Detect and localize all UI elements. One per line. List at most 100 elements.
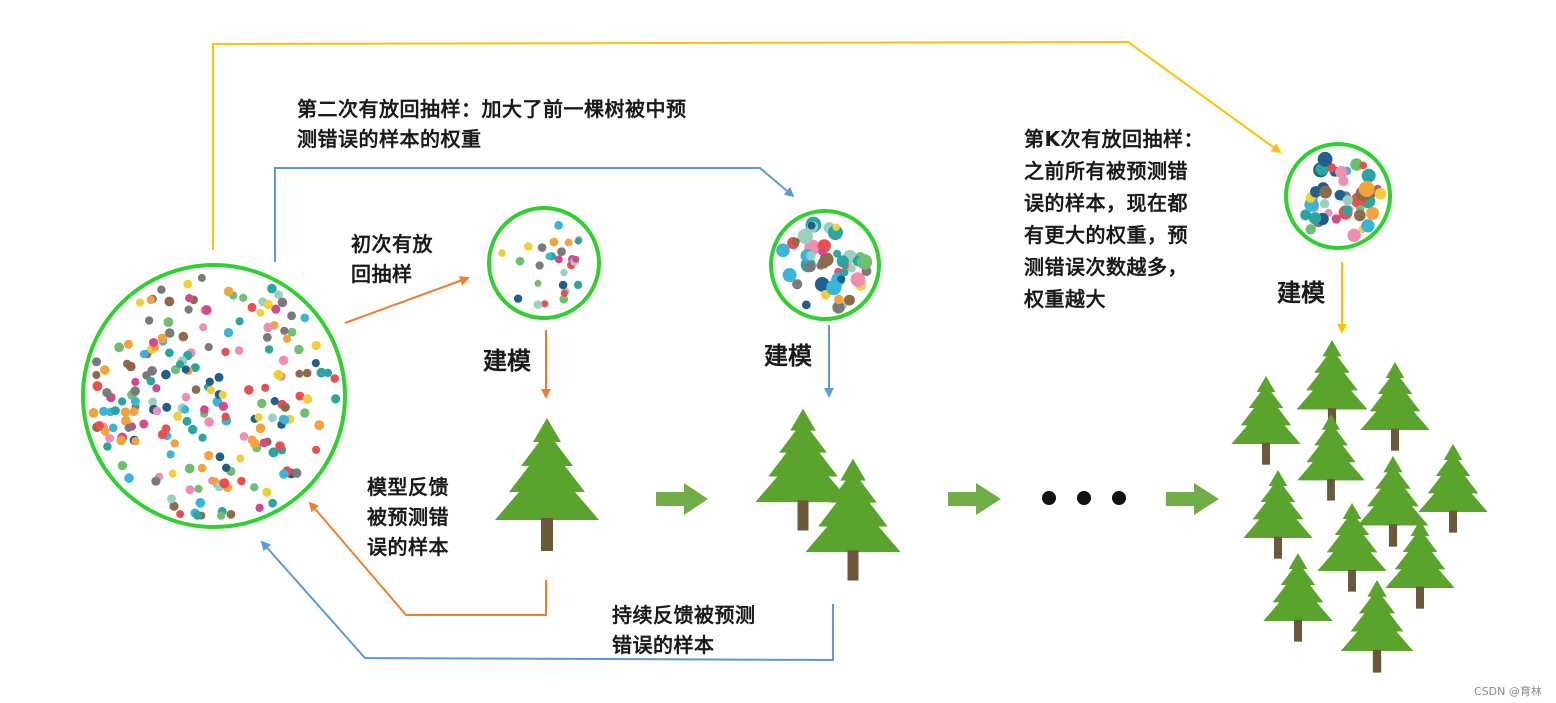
sample-dot — [515, 256, 525, 266]
sample-dot — [131, 377, 140, 387]
sample-dot — [832, 301, 845, 314]
sample-dot — [146, 295, 156, 305]
sample-dot — [99, 406, 109, 416]
sample-dot — [262, 487, 272, 497]
sample-dot — [554, 255, 563, 264]
model-label-k: 建模 — [1277, 279, 1325, 307]
sample-dot — [161, 369, 171, 380]
sample-dot — [280, 402, 290, 412]
tree-pair-icon — [755, 408, 901, 581]
sample-dot — [191, 385, 201, 394]
arrow-to-sample-1 — [344, 276, 470, 324]
sample-dot — [263, 299, 273, 310]
model-label-1: 建模 — [483, 347, 531, 375]
sample-dot — [312, 445, 321, 454]
sample-dot — [194, 484, 203, 493]
sample-dot — [263, 322, 274, 333]
forest-tree-icon — [1243, 470, 1313, 559]
sample-dot — [311, 359, 320, 368]
sample-dot — [792, 279, 803, 290]
sample-dot — [176, 360, 184, 369]
sample-dot — [204, 450, 214, 461]
sample-dot — [181, 392, 191, 402]
sample-dot — [257, 398, 267, 409]
arrow-to-sample-2 — [274, 167, 795, 262]
sample-dot — [247, 302, 257, 312]
sample-dot — [250, 483, 259, 492]
sample-dot — [151, 476, 161, 486]
sample-dot — [120, 407, 131, 417]
forest-tree-icon — [1297, 414, 1365, 501]
sample-dot — [94, 421, 105, 431]
sample-dot — [574, 237, 582, 245]
full-dataset-circle — [81, 263, 347, 529]
sample-dot — [295, 391, 305, 401]
sample-dot — [184, 305, 193, 314]
sample-dot — [291, 468, 302, 478]
sample-dot — [124, 473, 134, 483]
sample-dot — [139, 350, 148, 359]
sample-dot — [185, 294, 194, 303]
sample-dot — [256, 308, 265, 317]
sample-dot — [1350, 158, 1363, 171]
sample-dot — [126, 361, 136, 372]
sample-dot — [282, 334, 292, 343]
sample-dot — [826, 279, 842, 296]
ellipsis-icon — [1042, 491, 1126, 505]
sample-dot — [782, 268, 797, 282]
sample-dot — [114, 342, 124, 353]
sample-dot — [573, 280, 583, 290]
sample-dot — [162, 402, 172, 412]
sample-dot — [847, 264, 856, 273]
sample-dot — [814, 277, 830, 292]
forest-tree-icon — [1340, 580, 1414, 673]
sample-dot — [559, 295, 568, 304]
sample-dot — [195, 497, 206, 508]
sample-dot — [1342, 195, 1353, 206]
sample-dot — [130, 386, 140, 396]
sample-dot — [267, 413, 277, 423]
sample-dot — [131, 437, 140, 446]
sample-dot — [205, 377, 214, 386]
sample-dot — [236, 454, 245, 463]
sample-dot — [294, 344, 304, 355]
sample-2-label: 第二次有放回抽样：加大了前一棵树被中预 测错误的样本的权重 — [297, 97, 687, 151]
sample-dot — [217, 511, 226, 520]
sample-dot — [103, 442, 112, 451]
sample-dot — [1317, 151, 1333, 167]
sample-dot — [135, 298, 145, 307]
sample-dot — [105, 433, 115, 443]
sample-dot — [1335, 165, 1348, 179]
sample-dot — [176, 510, 185, 519]
sample-dot — [221, 347, 230, 357]
sample-dot — [100, 365, 110, 375]
sample-dot — [268, 447, 279, 458]
sample-dot — [314, 420, 325, 431]
sample-dot — [1338, 175, 1349, 187]
sample-dot — [185, 485, 195, 495]
sample-dot — [200, 405, 209, 414]
sample-dot — [157, 333, 168, 344]
sample-dot — [235, 317, 244, 326]
sample-dot — [164, 328, 175, 338]
sample-dot — [302, 368, 312, 378]
sample-dot — [300, 408, 310, 418]
sample-dot — [558, 280, 568, 290]
sample-dot — [116, 435, 126, 446]
sample-dot — [836, 255, 849, 268]
sample-dot — [834, 294, 844, 305]
sample-dot — [124, 423, 133, 432]
sample-dot — [819, 252, 834, 267]
sample-dot — [110, 406, 120, 416]
sample-dot — [165, 348, 174, 358]
sample-dot — [535, 261, 544, 270]
sample-dot — [181, 405, 190, 414]
sample-dot — [219, 478, 230, 489]
sample-dot — [560, 268, 568, 277]
sample-dot — [146, 376, 156, 386]
sample-dot — [197, 463, 207, 473]
sample-dot — [537, 243, 547, 252]
sample-dot — [513, 294, 523, 303]
sample-dot — [254, 413, 263, 422]
sample-dot — [498, 249, 506, 257]
